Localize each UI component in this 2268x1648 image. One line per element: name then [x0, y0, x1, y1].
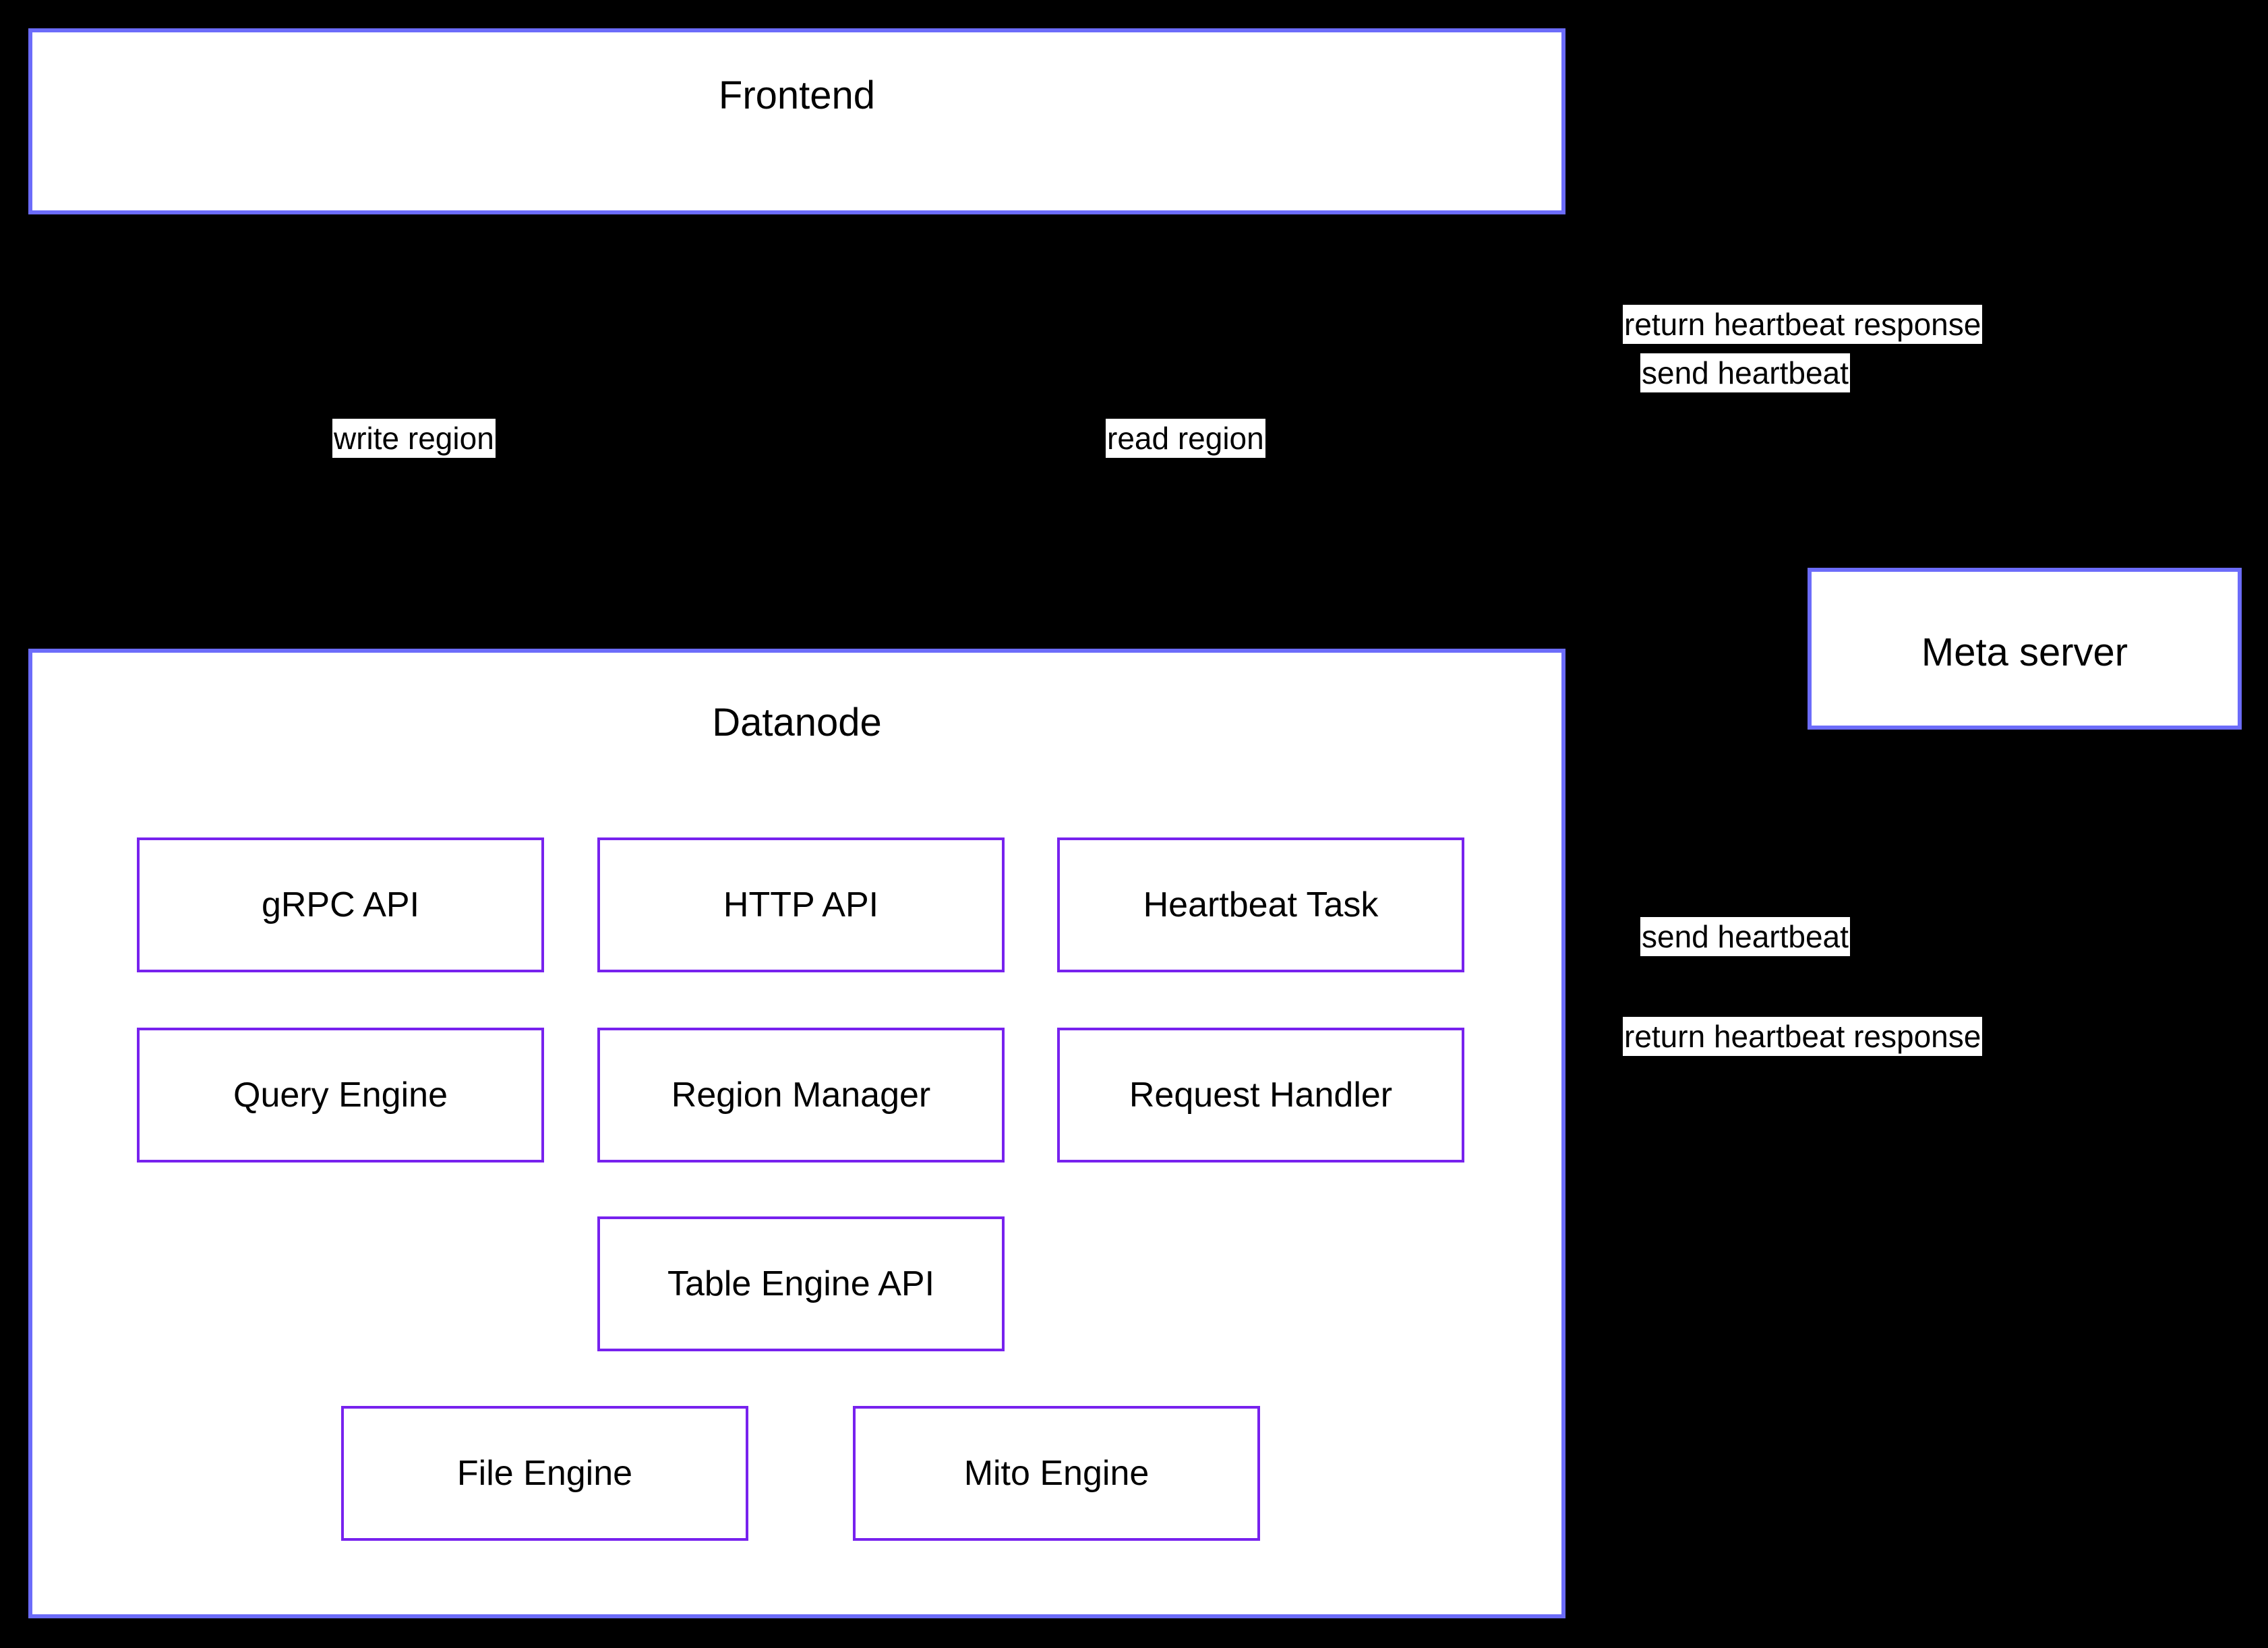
edge-label-write-region: write region [332, 419, 496, 459]
component-http-api[interactable]: HTTP API [597, 837, 1005, 972]
node-datanode-label: Datanode [712, 701, 882, 744]
edge-label-read-region: read region [1106, 419, 1265, 459]
node-meta-server[interactable]: Meta server [1808, 568, 2242, 730]
node-meta-server-label: Meta server [1921, 630, 2128, 674]
edge-label-datanode-return-heartbeat-response: return heartbeat response [1623, 1017, 1983, 1057]
component-grpc-api[interactable]: gRPC API [137, 837, 544, 972]
component-request-handler[interactable]: Request Handler [1057, 1028, 1464, 1163]
component-region-manager[interactable]: Region Manager [597, 1028, 1005, 1163]
edge-label-datanode-send-heartbeat: send heartbeat [1640, 917, 1850, 957]
component-query-engine[interactable]: Query Engine [137, 1028, 544, 1163]
component-mito-engine[interactable]: Mito Engine [853, 1406, 1260, 1541]
node-frontend[interactable]: Frontend [28, 28, 1565, 214]
component-heartbeat-task[interactable]: Heartbeat Task [1057, 837, 1464, 972]
component-file-engine[interactable]: File Engine [341, 1406, 748, 1541]
edge-label-frontend-return-heartbeat-response: return heartbeat response [1623, 305, 1983, 345]
node-frontend-label: Frontend [718, 73, 876, 117]
edge-label-frontend-send-heartbeat: send heartbeat [1640, 353, 1850, 393]
component-table-engine-api[interactable]: Table Engine API [597, 1216, 1005, 1351]
node-datanode[interactable]: Datanode gRPC API HTTP API Heartbeat Tas… [28, 649, 1565, 1618]
